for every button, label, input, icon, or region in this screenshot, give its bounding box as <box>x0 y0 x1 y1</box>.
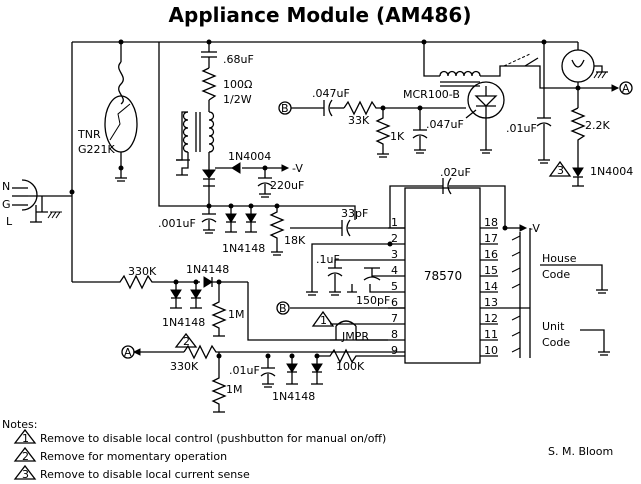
ic-pin-13: 13 <box>484 296 498 309</box>
d-1n4004b-label: 1N4004 <box>590 165 633 178</box>
c-1uf-label: .1uF <box>316 253 340 266</box>
tnr-label: TNR <box>77 128 101 141</box>
unit-code-2: Code <box>542 336 570 349</box>
r-330k-a-label: 330K <box>128 265 157 278</box>
c-33p-label: 33pF <box>341 207 368 220</box>
timing-caps: .1uF 150pF <box>306 241 393 307</box>
ic-part: 78570 <box>424 269 462 283</box>
c-047b-label: .047uF <box>426 118 464 131</box>
c-220-label: 220uF <box>270 179 304 192</box>
ref-2-marker: 2 <box>183 335 190 348</box>
r-100-watt: 1/2W <box>223 93 252 106</box>
pushbutton-network: 330K 1N4148 1N4148 1M <box>72 263 388 341</box>
tnr-part: G221K <box>78 143 116 156</box>
ref-b-lower: B <box>276 301 405 315</box>
sense-transformer <box>176 111 215 176</box>
pin9-network: A 330K 2 1M .01uF 1N4148 100K <box>121 332 405 413</box>
ic-pin-5: 5 <box>391 280 398 293</box>
note-1-num: 1 <box>22 432 29 445</box>
ic-pin-9: 9 <box>391 344 398 357</box>
r-330k-b-label: 330K <box>170 360 199 373</box>
c-33pf: 33pF <box>290 205 405 237</box>
power-dropper: .68uF 100Ω 1/2W <box>201 42 254 112</box>
r-100k-label: 100K <box>336 360 365 373</box>
tnr-varistor: TNR G221K <box>77 42 138 182</box>
ic-pin-1: 1 <box>391 216 398 229</box>
ic-pin-16: 16 <box>484 248 498 261</box>
code-bus: House Code Unit Code <box>498 228 610 358</box>
house-code-2: Code <box>542 268 570 281</box>
house-code-1: House <box>542 252 577 265</box>
r-33k-label: 33K <box>348 114 370 127</box>
ref-1-jmpr: 1 <box>320 314 327 327</box>
ic-pin-11: 11 <box>484 328 498 341</box>
ref-a-left-label: A <box>124 346 132 359</box>
c-01b-label: .01uF <box>229 364 260 377</box>
c-068-label: .68uF <box>223 53 254 66</box>
r-18k-label: 18K <box>284 234 306 247</box>
notes-heading: Notes: <box>2 418 37 431</box>
note-2-text: Remove for momentary operation <box>40 450 227 463</box>
note-3-num: 3 <box>22 468 29 481</box>
ref-b-upper-label: B <box>281 102 289 115</box>
r-1m-b-label: 1M <box>226 383 243 396</box>
d-1n4148d-label: 1N4148 <box>272 390 315 403</box>
d-1n4148c-label: 1N4148 <box>162 316 205 329</box>
connector-g-label: G <box>2 198 11 211</box>
c-150p-label: 150pF <box>356 294 390 307</box>
author-credit: S. M. Bloom <box>548 445 613 458</box>
r-1m-a-label: 1M <box>228 308 245 321</box>
neg-v-label-1: -V <box>292 162 303 175</box>
ic-pin-15: 15 <box>484 264 498 277</box>
ic-pin-14: 14 <box>484 280 498 293</box>
c-01a-label: .01uF <box>506 122 537 135</box>
triac-section: MCR100-B <box>403 42 578 154</box>
triac-label: MCR100-B <box>403 88 460 101</box>
load-section: A 2.2K .01uF 3 1N4004 <box>506 42 633 187</box>
ref-3-marker: 3 <box>557 164 564 177</box>
d-1n4004a-label: 1N4004 <box>228 150 271 163</box>
ic-pin-8: 8 <box>391 328 398 341</box>
page-title: Appliance Module (AM486) <box>169 3 472 27</box>
ref-a-right-label: A <box>622 82 630 95</box>
notes: Notes: 1 Remove to disable local control… <box>2 418 386 481</box>
sense-rectifier: .001uF 1N4148 18K <box>158 42 340 256</box>
gate-drive: B .047uF 33K 1K .047uF <box>278 87 466 158</box>
unit-code-1: Unit <box>542 320 565 333</box>
ic-pin-10: 10 <box>484 344 498 357</box>
ic-pin-4: 4 <box>391 264 398 277</box>
ic-pin-17: 17 <box>484 232 498 245</box>
ic-pin-3: 3 <box>391 248 398 261</box>
r-22k-label: 2.2K <box>585 119 610 132</box>
c-02-label: .02uF <box>440 166 471 179</box>
ic-78570: 78570 1 2 3 4 5 6 7 8 9 18 17 16 15 14 1… <box>388 187 498 364</box>
supply-diodes: -V 1N4004 220uF <box>202 150 304 198</box>
r-100-label: 100Ω <box>223 78 252 91</box>
ref-b-lower-label: B <box>279 302 287 315</box>
ic-pin-2: 2 <box>391 232 398 245</box>
note-3-text: Remove to disable local current sense <box>40 468 250 481</box>
ic-pin-18: 18 <box>484 216 498 229</box>
connector-n-label: N <box>2 180 10 193</box>
ic-pin-12: 12 <box>484 312 498 325</box>
ic-pin-6: 6 <box>391 296 398 309</box>
jumper-jmpr: 1 JMPR <box>311 310 388 343</box>
neg-v-label-2: -V <box>529 222 540 235</box>
r-1k-label: 1K <box>390 130 405 143</box>
jmpr-label: JMPR <box>341 330 369 343</box>
note-2-num: 2 <box>22 450 29 463</box>
connector-l-label: L <box>6 215 13 228</box>
note-1-text: Remove to disable local control (pushbut… <box>40 432 386 445</box>
ac-plug-connector: N G L <box>2 179 75 228</box>
c-047a-label: .047uF <box>312 87 350 100</box>
c-001-label: .001uF <box>158 217 196 230</box>
d-1n4148b-label: 1N4148 <box>186 263 229 276</box>
c-02uf: .02uF -V <box>389 166 540 235</box>
d-1n4148a-label: 1N4148 <box>222 242 265 255</box>
ic-pin-7: 7 <box>391 312 398 325</box>
